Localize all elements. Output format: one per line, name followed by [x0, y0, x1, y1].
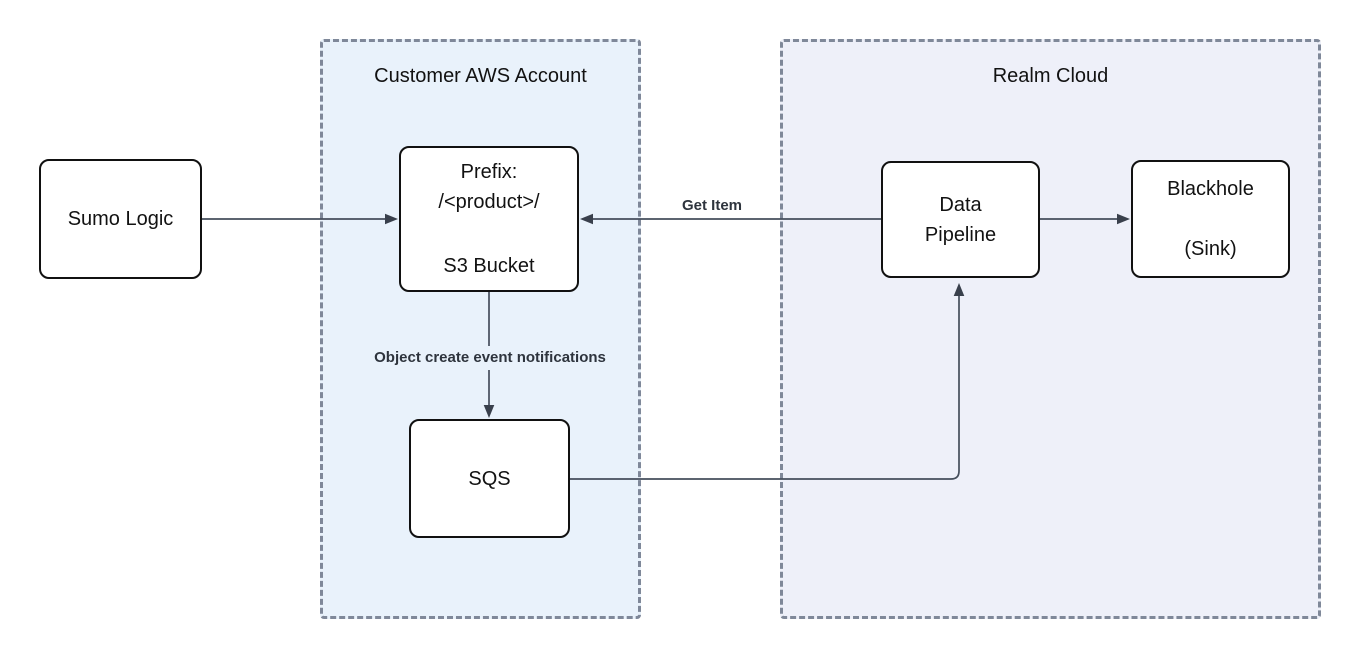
edge-label-object-create-event-notifications: Object create event notifications	[369, 346, 611, 370]
container-realm-cloud: Realm Cloud	[780, 39, 1321, 619]
node-sumo-logic-label: Sumo Logic	[67, 208, 174, 230]
node-blackhole-line1: Blackhole	[1167, 178, 1254, 200]
container-title-realm-cloud: Realm Cloud	[992, 65, 1109, 87]
container-title-customer-aws-account: Customer AWS Account	[374, 65, 587, 87]
node-data-pipeline-line2: Pipeline	[924, 223, 997, 246]
node-s3-bucket: Prefix: /<product>/ S3 Bucket	[399, 146, 579, 292]
node-sqs: SQS	[409, 419, 570, 538]
node-sumo-logic: Sumo Logic	[39, 159, 202, 279]
node-s3-bucket-line1: Prefix:	[460, 161, 518, 183]
node-blackhole-sink: Blackhole (Sink)	[1131, 160, 1290, 278]
node-s3-bucket-line3: S3 Bucket	[443, 255, 535, 277]
edge-label-get-item: Get Item	[681, 197, 743, 214]
node-data-pipeline-line1: Data	[939, 193, 982, 216]
node-blackhole-line2: (Sink)	[1184, 238, 1237, 260]
node-sqs-label: SQS	[468, 467, 511, 490]
node-s3-bucket-line2: /<product>/	[438, 191, 540, 213]
node-data-pipeline: Data Pipeline	[881, 161, 1040, 278]
